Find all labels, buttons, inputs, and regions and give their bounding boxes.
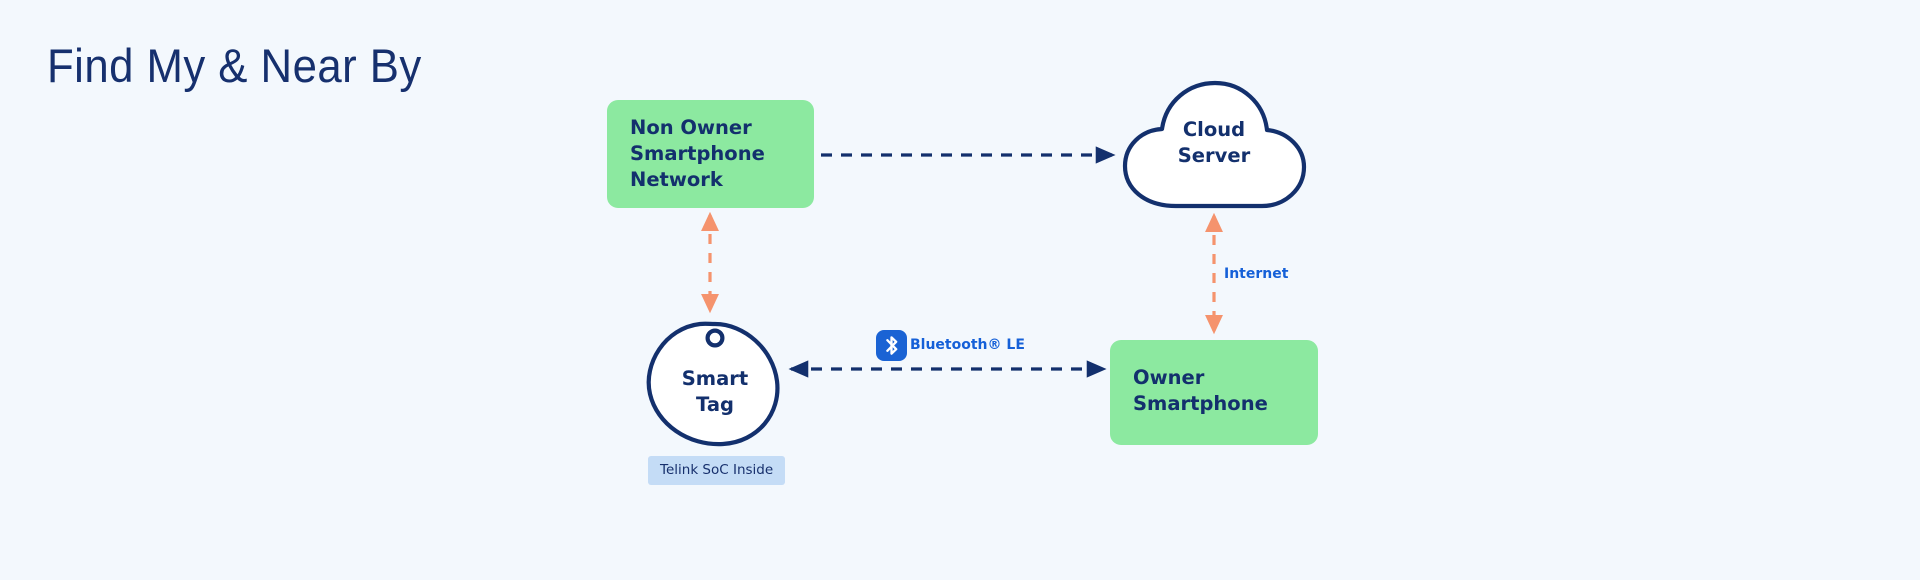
node-cloud-label: Cloud Server — [1177, 118, 1251, 167]
telink-soc-badge: Telink SoC Inside — [648, 456, 786, 485]
node-cloud-server[interactable]: Cloud Server — [1114, 78, 1314, 213]
node-smart-tag[interactable]: Smart Tag — [640, 318, 790, 448]
smart-tag-shape-icon — [646, 321, 780, 447]
edge-label-bluetooth: Bluetooth® LE — [910, 337, 1025, 353]
page-title: Find My & Near By — [47, 39, 422, 92]
node-non-owner-label: Non Owner Smartphone Network — [630, 116, 765, 191]
node-owner-smartphone[interactable]: Owner Smartphone — [1110, 340, 1318, 445]
node-owner-label: Owner Smartphone — [1133, 366, 1268, 415]
cloud-shape-icon — [1122, 80, 1307, 209]
edge-label-internet: Internet — [1224, 266, 1289, 282]
bluetooth-icon — [876, 330, 907, 361]
node-smart-tag-label: Smart Tag — [681, 367, 749, 416]
node-non-owner-smartphone-network[interactable]: Non Owner Smartphone Network — [607, 100, 814, 208]
